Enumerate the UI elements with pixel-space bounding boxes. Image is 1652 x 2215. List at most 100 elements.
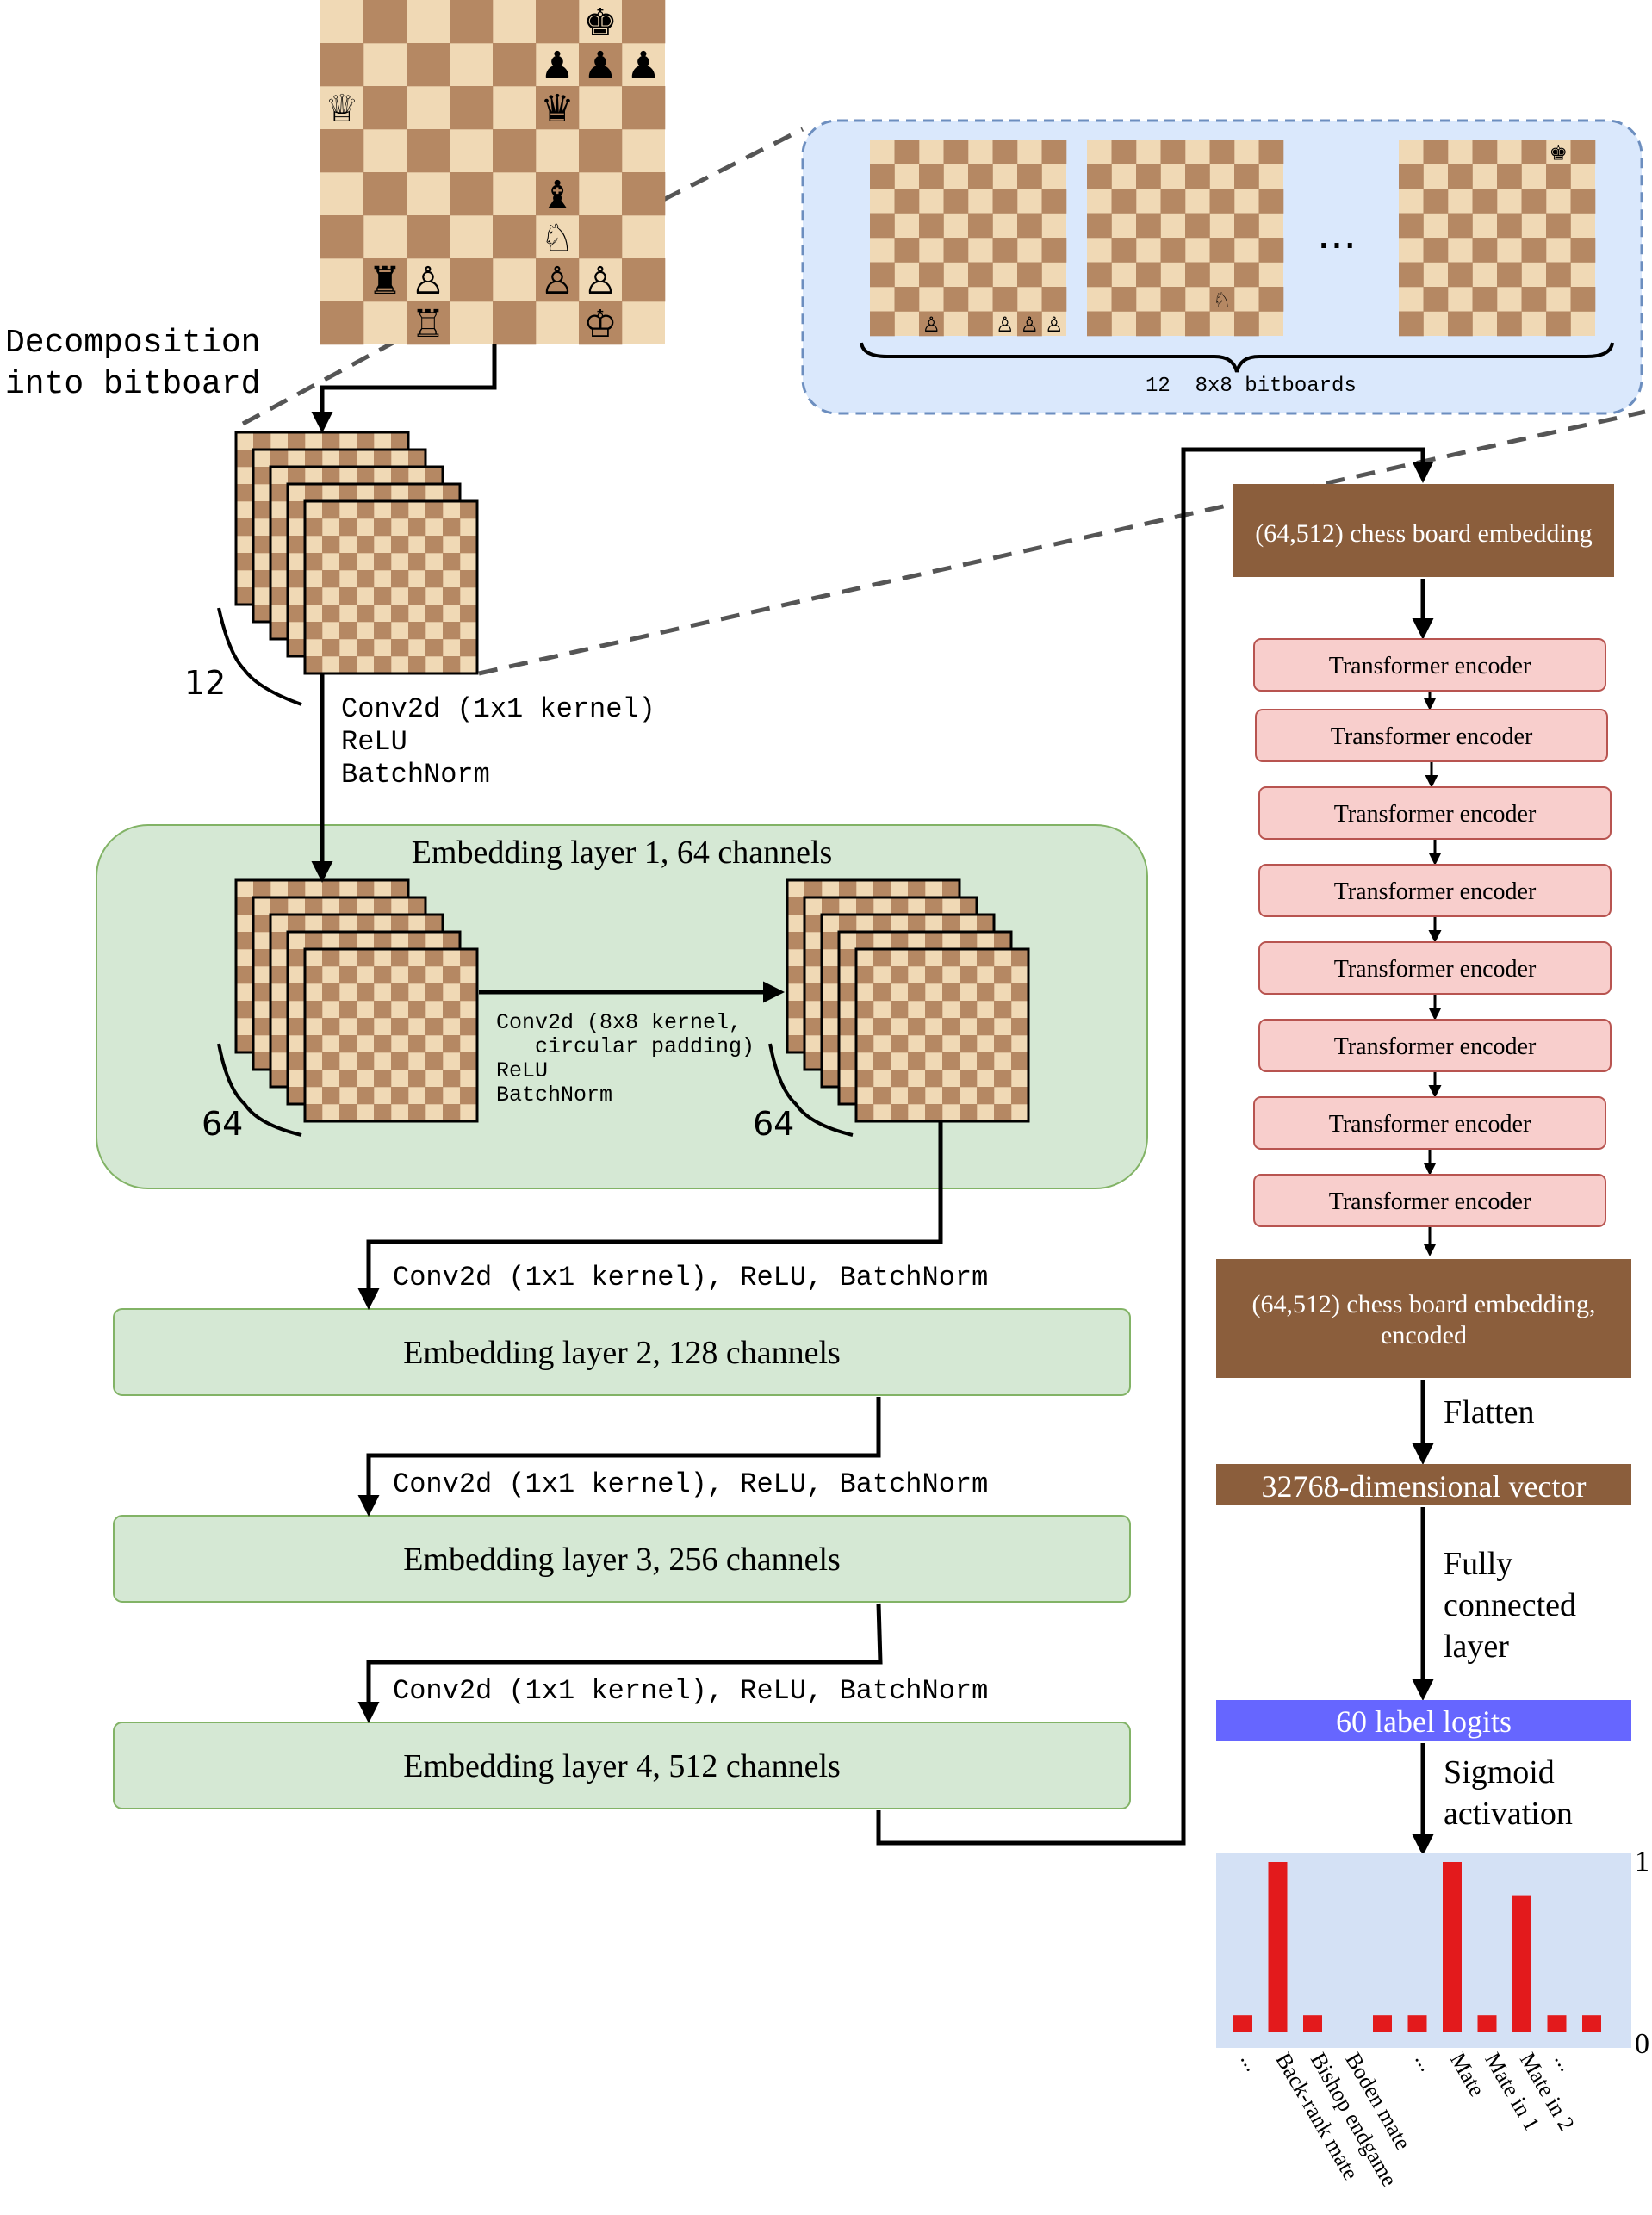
- dark-square: [270, 1070, 289, 1088]
- dark-square: [363, 172, 407, 216]
- dark-square: [253, 915, 271, 933]
- arrow-emb3-to-emb4: [357, 1603, 883, 1723]
- bitboard-piece: ♙: [922, 313, 941, 337]
- dark-square: [391, 949, 409, 967]
- dark-square: [339, 518, 357, 537]
- dark-square: [1423, 238, 1449, 263]
- dark-square: [288, 639, 306, 657]
- dark-square: [960, 1035, 978, 1053]
- dark-square: [322, 467, 340, 485]
- dark-square: [1160, 140, 1186, 164]
- fc-label-line1: Fully: [1444, 1546, 1512, 1582]
- dark-square: [856, 897, 874, 915]
- dark-square: [236, 966, 254, 984]
- chess-piece: ♟: [626, 44, 660, 88]
- dark-square: [1570, 189, 1596, 214]
- dark-square: [1087, 213, 1112, 239]
- bitboards-ellipsis: ...: [1317, 210, 1357, 258]
- dark-square: [919, 262, 944, 288]
- dark-square: [804, 983, 823, 1002]
- dark-square: [236, 450, 254, 468]
- dark-square: [391, 570, 409, 588]
- dark-square: [1041, 287, 1067, 312]
- dark-square: [1399, 262, 1424, 288]
- dark-square: [942, 949, 960, 967]
- zoom-line-bottom: [478, 409, 1646, 676]
- dark-square: [1258, 287, 1284, 312]
- dark-square: [787, 897, 805, 915]
- dark-square: [322, 1018, 340, 1036]
- conv-1x1-label-b: Conv2d (1x1 kernel), ReLU, BatchNorm: [393, 1468, 988, 1500]
- dark-square: [1160, 189, 1186, 214]
- dark-square: [288, 949, 306, 967]
- dark-square: [822, 932, 840, 950]
- dark-square: [407, 43, 450, 87]
- dark-square: [357, 1018, 375, 1036]
- embedding-1-output-stack: [786, 878, 1030, 1123]
- flatten-label: Flatten: [1444, 1394, 1535, 1430]
- dark-square: [839, 949, 857, 967]
- dark-square: [270, 932, 289, 950]
- transformer-encoder-box: [1253, 1096, 1606, 1150]
- chart-bar: [1303, 2015, 1322, 2032]
- dark-square: [992, 287, 1018, 312]
- transformer-encoder-label: Transformer encoder: [1334, 801, 1537, 828]
- dark-square: [288, 536, 306, 554]
- dark-square: [1185, 164, 1210, 189]
- transformer-encoder-box: [1258, 786, 1612, 840]
- chart-bar: [1233, 2015, 1252, 2032]
- arrow-emb2-to-emb3: [357, 1397, 881, 1517]
- dark-square: [253, 467, 271, 485]
- dark-square: [1160, 287, 1186, 312]
- dark-square: [925, 897, 943, 915]
- dark-square: [460, 1052, 478, 1070]
- dark-square: [253, 605, 271, 623]
- dark-square: [339, 932, 357, 950]
- chess-piece: ♕: [325, 87, 358, 131]
- dark-square: [622, 172, 666, 216]
- dark-square: [460, 1018, 478, 1036]
- dark-square: [443, 966, 461, 984]
- dark-square: [357, 432, 375, 450]
- chart-bar: [1547, 2015, 1567, 2032]
- dark-square: [804, 880, 823, 898]
- dark-square: [443, 484, 461, 502]
- transformer-encoder-label: Transformer encoder: [1334, 878, 1537, 905]
- dark-square: [925, 1070, 943, 1088]
- dark-square: [270, 484, 289, 502]
- dark-square: [1041, 140, 1067, 164]
- dark-square: [787, 932, 805, 950]
- dark-square: [994, 1070, 1012, 1088]
- dark-square: [305, 1035, 323, 1053]
- dark-square: [994, 932, 1012, 950]
- dark-square: [960, 897, 978, 915]
- vector-box: [1216, 1464, 1631, 1505]
- dark-square: [425, 501, 444, 519]
- dark-square: [822, 897, 840, 915]
- dark-square: [270, 966, 289, 984]
- dark-square: [1185, 213, 1210, 239]
- dark-square: [968, 262, 993, 288]
- dark-square: [822, 1070, 840, 1088]
- logits-box: [1216, 1700, 1631, 1741]
- dark-square: [460, 983, 478, 1002]
- dark-square: [408, 1001, 426, 1019]
- dark-square: [839, 915, 857, 933]
- chart-category-label: ...: [1410, 2049, 1440, 2075]
- bitboard-piece: ♙: [1020, 313, 1039, 337]
- dark-square: [322, 605, 340, 623]
- chart-y-tick-bottom: 0: [1635, 2028, 1649, 2060]
- dark-square: [968, 213, 993, 239]
- dark-square: [374, 656, 392, 674]
- dark-square: [894, 287, 920, 312]
- dark-square: [391, 1018, 409, 1036]
- dark-square: [1423, 140, 1449, 164]
- chart-category-label: ...: [1550, 2049, 1580, 2075]
- dark-square: [450, 86, 494, 130]
- dark-square: [270, 518, 289, 537]
- dark-square: [391, 605, 409, 623]
- bitboard-layer: [854, 947, 1030, 1123]
- dark-square: [908, 915, 926, 933]
- dark-square: [891, 932, 909, 950]
- fc-label-line3: layer: [1444, 1629, 1509, 1665]
